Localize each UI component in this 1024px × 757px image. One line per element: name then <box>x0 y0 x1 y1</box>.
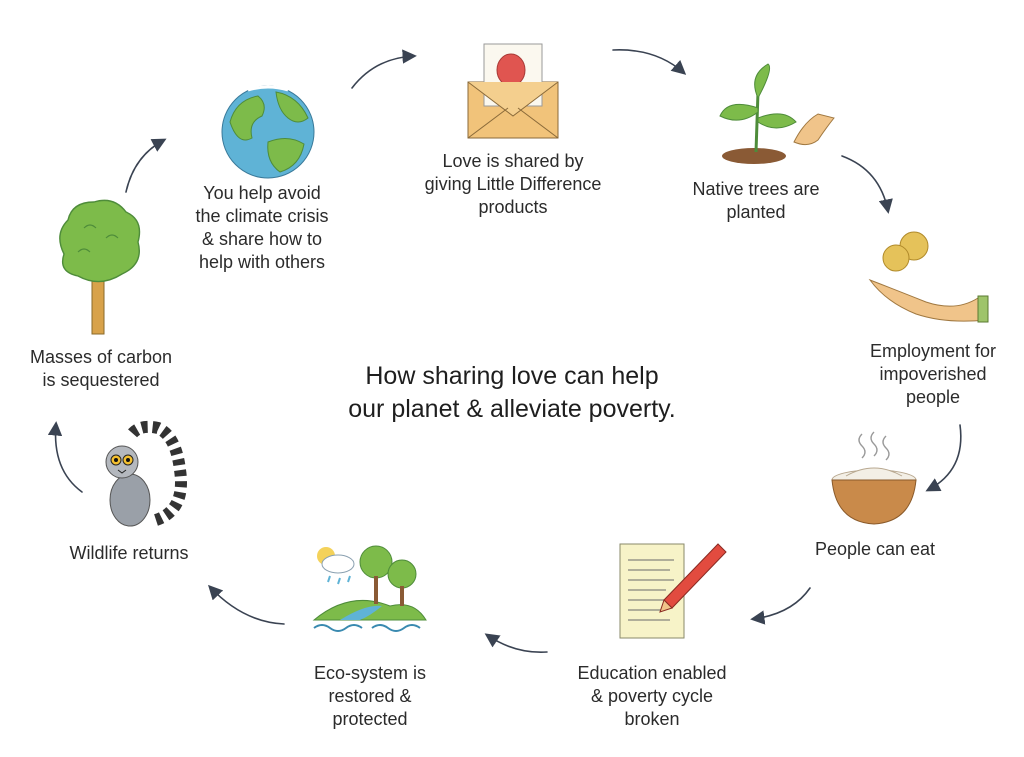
globe-icon <box>221 85 315 179</box>
step-ecosystem-label: Eco-system is restored & protected <box>313 663 427 729</box>
step-trees-planted-label: Native trees are planted <box>692 179 820 222</box>
arrow-climate-to-love <box>351 49 417 89</box>
arrow-employment-to-eat <box>925 424 962 492</box>
arrow-education-to-ecosystem <box>484 633 548 653</box>
step-climate-label: You help avoid the climate crisis & shar… <box>195 183 329 272</box>
food-bowl-icon <box>831 431 917 525</box>
lemur-icon <box>105 420 187 527</box>
hand-coins-icon <box>868 231 989 323</box>
step-education-label: Education enabled & poverty cycle broken <box>577 663 727 729</box>
arrow-trees-to-employment <box>841 155 893 214</box>
arrow-eat-to-education <box>750 587 811 625</box>
arrow-wildlife-to-carbon <box>47 421 83 493</box>
step-people-eat-label: People can eat <box>814 539 936 559</box>
diagram-title: How sharing love can help our planet & a… <box>348 362 676 423</box>
envelope-balloon-icon <box>467 43 559 139</box>
notepad-pencil-icon <box>619 543 727 639</box>
arrow-ecosystem-to-wildlife <box>208 584 285 625</box>
step-wildlife-label: Wildlife returns <box>69 543 189 563</box>
arrow-love-to-trees <box>612 49 687 75</box>
step-carbon-label: Masses of carbon is sequestered <box>29 347 173 390</box>
arrow-carbon-to-climate <box>125 138 167 193</box>
tree-icon <box>59 199 141 335</box>
sapling-icon <box>719 63 835 164</box>
step-love-shared-label: Love is shared by giving Little Differen… <box>424 151 602 217</box>
ecosystem-icon <box>312 545 427 632</box>
step-employment-label: Employment for impoverished people <box>869 341 997 407</box>
